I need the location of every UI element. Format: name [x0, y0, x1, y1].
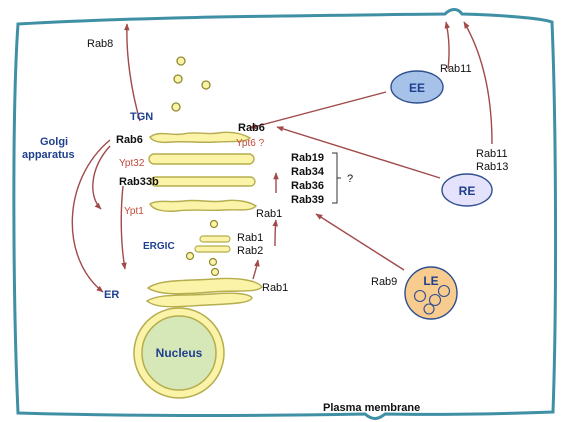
golgi-cisterna-2 [148, 153, 255, 165]
rab34-label: Rab34 [291, 166, 325, 178]
golgi-apparatus-label-line1: Golgi [40, 136, 68, 148]
tgn-vesicle [171, 102, 181, 112]
ergic-tubule-2 [194, 245, 231, 253]
golgi-apparatus-label-line2: apparatus [22, 149, 75, 161]
rab2-ergic-label: Rab2 [237, 245, 263, 257]
tgn-vesicle [173, 74, 183, 84]
golgi-cisterna-trans [149, 131, 252, 144]
le-label: LE [423, 274, 438, 288]
re-label: RE [459, 184, 476, 198]
rab11-re-label: Rab11 [476, 148, 508, 160]
arrow-re-to-plasma-membrane [463, 21, 493, 145]
arrow-rab33b-golgi-to-er [120, 185, 127, 270]
arrow-le-to-golgi [315, 213, 405, 271]
ergic-vesicle [209, 219, 219, 229]
rab6-left-label: Rab6 [116, 134, 143, 146]
arrow-ee-to-plasma-membrane [444, 21, 451, 70]
ergic-vesicle [210, 267, 220, 277]
arrow-ee-to-tgn [249, 91, 387, 130]
rab33b-label: Rab33b [119, 176, 159, 188]
rab1-ergic-label: Rab1 [237, 232, 263, 244]
arrow-ypt32-golgi-to-er [92, 145, 111, 210]
ergic-vesicle [208, 257, 218, 267]
plasma-membrane [12, 8, 558, 420]
ypt1-label: Ypt1 [124, 206, 144, 217]
ergic-tubule-1 [199, 235, 231, 243]
arrow-er-to-ergic [252, 259, 260, 280]
golgi-cisterna-cis [149, 199, 258, 212]
arrow-re-to-tgn [276, 126, 441, 179]
rab6-right-label: Rab6 [238, 122, 265, 134]
arrow-ergic-to-golgi [272, 219, 278, 247]
rab-group-question-mark: ? [347, 173, 353, 185]
rab13-re-label: Rab13 [476, 161, 508, 173]
rab-group-bracket [332, 152, 341, 204]
ypt6-label: Ypt6 ? [236, 138, 265, 149]
recycling-endosome [441, 173, 493, 207]
arrow-golgi-to-plasma-membrane [123, 23, 141, 122]
golgi-cisterna-3 [150, 176, 256, 187]
ergic-vesicle [185, 251, 195, 261]
ee-label: EE [409, 81, 425, 95]
er-outer-cisterna [146, 277, 263, 295]
early-endosome [390, 70, 444, 104]
tgn-vesicle [201, 80, 211, 90]
rab39-label: Rab39 [291, 194, 324, 206]
er-inner-cisterna [145, 292, 253, 308]
arrow-rab6-golgi-to-er-outer [71, 139, 111, 293]
tgn-label: TGN [130, 111, 153, 123]
late-endosome [404, 266, 458, 320]
tgn-vesicle [176, 56, 186, 66]
rab36-label: Rab36 [291, 180, 324, 192]
rab1-golgi-label: Rab1 [256, 208, 282, 220]
rab19-label: Rab19 [291, 152, 324, 164]
nucleus-label: Nucleus [156, 346, 203, 360]
rab11-ee-label: Rab11 [440, 63, 472, 75]
rab9-label: Rab9 [371, 276, 397, 288]
rab8-label: Rab8 [87, 38, 113, 50]
ergic-label: ERGIC [143, 241, 175, 252]
er-label: ER [104, 289, 119, 301]
ypt32-label: Ypt32 [119, 158, 145, 169]
rab1-er-label: Rab1 [262, 282, 288, 294]
nucleus [133, 307, 225, 399]
plasma-membrane-label: Plasma membrane [323, 402, 420, 414]
